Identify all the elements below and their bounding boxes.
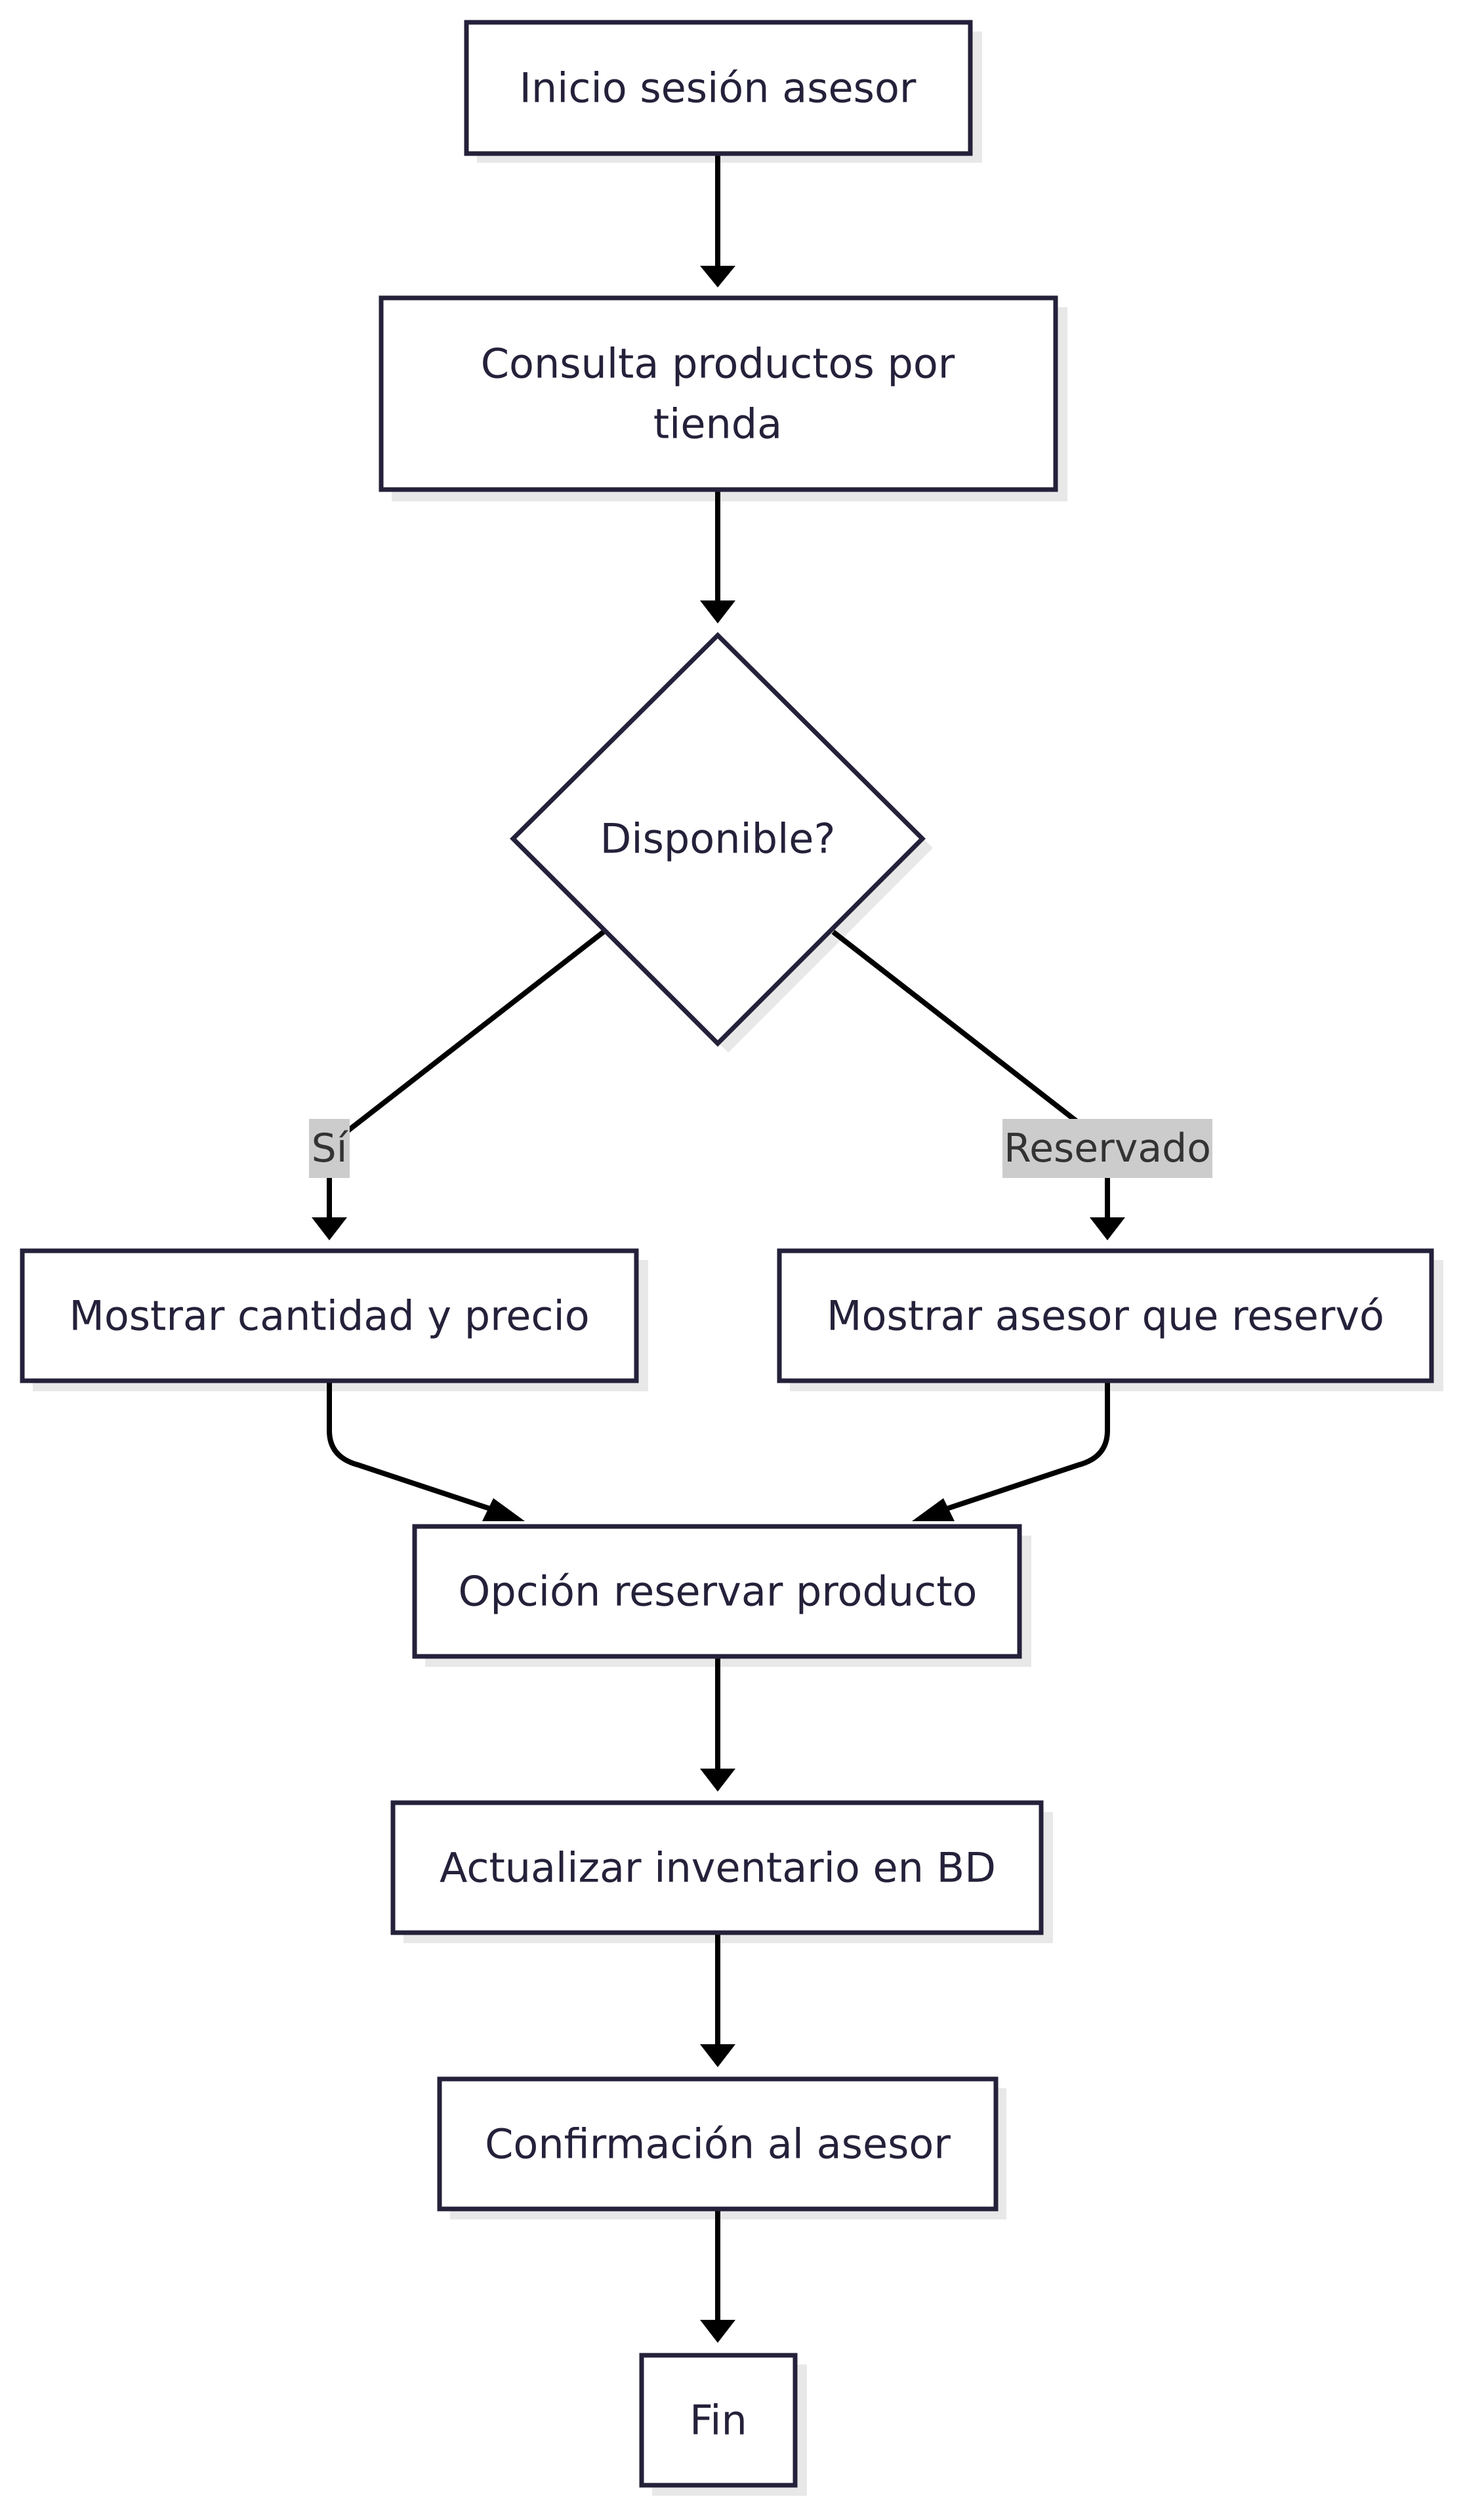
node-consulta: Consulta productos por tienda bbox=[379, 295, 1067, 501]
node-inicio: Inicio sesión asesor bbox=[464, 20, 982, 163]
arrowhead-opcion-right bbox=[912, 1498, 955, 1521]
arrowhead-disponible bbox=[700, 600, 735, 623]
edge-labels: Sí Reservado bbox=[309, 1119, 1212, 1178]
arrowhead-confirmacion bbox=[700, 2044, 735, 2067]
node-opcion-reservar: Opción reservar producto bbox=[412, 1524, 1031, 1667]
arrowhead-consulta bbox=[700, 266, 735, 287]
arrowhead-opcion-left bbox=[482, 1498, 525, 1521]
reservado-label: Reservado bbox=[1004, 1125, 1211, 1171]
node-mostrar-cantidad: Mostrar cantidad y precio bbox=[20, 1248, 648, 1391]
node-mostrar-cantidad-label: Mostrar cantidad y precio bbox=[69, 1292, 589, 1340]
node-inicio-box bbox=[464, 20, 973, 156]
node-consulta-label-line1: Consulta productos por bbox=[481, 340, 955, 388]
node-actualizar-label: Actualizar inventario en BD bbox=[440, 1844, 996, 1892]
node-consulta-box bbox=[379, 295, 1058, 492]
node-mostrar-cantidad-box bbox=[20, 1248, 639, 1383]
node-fin-box bbox=[639, 2353, 798, 2488]
node-opcion-reservar-label: Opción reservar producto bbox=[459, 1568, 978, 1616]
arrowhead-fin bbox=[700, 2320, 735, 2343]
node-inicio-label: Inicio sesión asesor bbox=[520, 64, 917, 112]
node-consulta-label-line2: tienda bbox=[653, 400, 782, 448]
reservado-label-bg bbox=[1002, 1119, 1212, 1178]
edge-disponible-mostrar-cantidad bbox=[327, 929, 606, 1217]
node-disponible-diamond bbox=[510, 632, 926, 1047]
edge-mostrar-asesor-opcion bbox=[943, 1381, 1110, 1512]
node-disponible: Disponible? bbox=[510, 632, 933, 1053]
node-mostrar-asesor: Mostrar asesor que reservó bbox=[777, 1248, 1443, 1391]
node-actualizar: Actualizar inventario en BD bbox=[390, 1800, 1053, 1943]
node-confirmacion-label: Confirmación al asesor bbox=[485, 2120, 951, 2168]
node-disponible-label: Disponible? bbox=[600, 815, 836, 863]
node-mostrar-asesor-label: Mostrar asesor que reservó bbox=[827, 1292, 1384, 1340]
edge-mostrar-cantidad-opcion bbox=[327, 1381, 493, 1512]
node-confirmacion: Confirmación al asesor bbox=[437, 2076, 1006, 2219]
arrowhead-mostrar-cantidad bbox=[312, 1217, 347, 1240]
arrowhead-mostrar-asesor bbox=[1090, 1217, 1125, 1240]
nodes: Inicio sesión asesor Consulta productos … bbox=[20, 20, 1443, 2496]
node-mostrar-asesor-box bbox=[777, 1248, 1434, 1383]
node-fin: Fin bbox=[639, 2353, 807, 2496]
node-opcion-reservar-box bbox=[412, 1524, 1022, 1659]
node-fin-label: Fin bbox=[690, 2397, 747, 2445]
node-confirmacion-box bbox=[437, 2076, 999, 2212]
node-actualizar-box bbox=[390, 1800, 1044, 1935]
arrowhead-actualizar bbox=[700, 1769, 735, 1792]
si-label-bg bbox=[309, 1119, 350, 1178]
si-label: Sí bbox=[312, 1125, 349, 1171]
